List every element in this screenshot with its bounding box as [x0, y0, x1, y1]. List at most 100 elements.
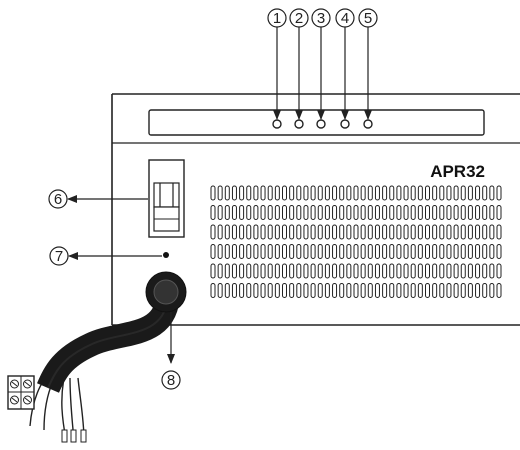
vent-slot: [246, 205, 252, 220]
vent-slot: [231, 244, 237, 259]
vent-slot: [210, 205, 216, 220]
vent-slot: [282, 244, 287, 259]
vent-slot: [496, 205, 502, 220]
vent-slot: [410, 244, 416, 259]
vent-slot: [310, 185, 316, 201]
vent-slot: [353, 263, 359, 279]
wire-ferrules: [61, 429, 87, 443]
vent-slot: [274, 283, 280, 298]
callout-7: 7: [49, 246, 69, 266]
vent-slot: [482, 263, 488, 279]
vent-slot: [417, 205, 423, 220]
vent-slot: [417, 185, 423, 201]
vent-slot: [346, 283, 352, 298]
vent-slot: [389, 263, 395, 279]
vent-slot: [324, 263, 330, 279]
vent-slot: [296, 224, 302, 240]
vent-slot: [239, 224, 245, 240]
vent-slot: [360, 224, 366, 240]
vent-slot: [446, 244, 452, 259]
vent-slot: [303, 244, 309, 259]
vent-slot: [403, 244, 409, 259]
vent-slot: [353, 283, 359, 298]
vent-slot: [346, 224, 352, 240]
vent-slot: [425, 283, 430, 298]
vent-slot: [332, 205, 338, 220]
vent-slot: [324, 283, 330, 298]
cable-gland: [145, 271, 187, 313]
led-panel: [148, 109, 485, 136]
vent-slot: [289, 244, 295, 259]
vent-slot: [446, 283, 452, 298]
callout-1: 1: [267, 8, 287, 28]
vent-slot: [389, 224, 395, 240]
vent-slot: [410, 283, 416, 298]
vent-slot: [224, 224, 230, 240]
vent-slot: [482, 283, 488, 298]
callout-3-label: 3: [317, 10, 325, 27]
vent-slot: [367, 263, 373, 279]
vent-slot: [289, 283, 295, 298]
vent-slot: [246, 263, 252, 279]
vent-slot: [267, 205, 273, 220]
vent-slot: [367, 244, 373, 259]
vent-slot: [496, 244, 502, 259]
vent-slot: [296, 283, 302, 298]
vent-slot: [310, 244, 316, 259]
vent-slot: [246, 244, 252, 259]
led-4: [340, 119, 350, 129]
callout-2: 2: [289, 8, 309, 28]
vent-slot: [210, 263, 216, 279]
vent-slot: [253, 205, 259, 220]
vent-slot: [339, 263, 345, 279]
vent-slot: [403, 283, 409, 298]
vent-slot: [382, 263, 388, 279]
vent-slot: [382, 224, 388, 240]
vent-slot: [303, 185, 309, 201]
vent-slot: [425, 263, 430, 279]
vent-slot: [317, 244, 323, 259]
vent-slot: [253, 263, 259, 279]
vent-slot: [382, 283, 388, 298]
vent-slot: [231, 263, 237, 279]
vent-slot: [289, 263, 295, 279]
vent-slot: [274, 224, 280, 240]
led-5: [363, 119, 373, 129]
vent-slot: [439, 224, 445, 240]
vent-slot: [332, 224, 338, 240]
vent-slot: [310, 224, 316, 240]
vent-slot: [346, 185, 352, 201]
vent-slot: [332, 244, 338, 259]
vent-slot: [496, 224, 502, 240]
vent-slot: [360, 263, 366, 279]
vent-slot: [260, 224, 266, 240]
vent-slot: [282, 283, 287, 298]
vent-slot: [210, 283, 216, 298]
vent-slot: [446, 224, 452, 240]
vent-slot: [260, 244, 266, 259]
vent-slot: [303, 283, 309, 298]
vent-slot: [253, 185, 259, 201]
vent-slot: [446, 185, 452, 201]
vent-slot: [374, 244, 380, 259]
vent-slot: [482, 224, 488, 240]
vent-slot: [432, 224, 438, 240]
vent-slot: [260, 205, 266, 220]
vent-slot: [425, 205, 430, 220]
vent-slot: [396, 244, 402, 259]
vent-slot: [425, 224, 430, 240]
vent-slot: [217, 205, 223, 220]
vent-slot: [425, 185, 430, 201]
vent-slot: [367, 283, 373, 298]
vent-slot: [353, 185, 359, 201]
vent-slot: [210, 224, 216, 240]
vent-slot: [410, 185, 416, 201]
vent-slot: [324, 205, 330, 220]
vent-slot: [282, 205, 287, 220]
vent-slot: [367, 224, 373, 240]
vent-slot: [374, 185, 380, 201]
vent-slot: [217, 224, 223, 240]
vent-slot: [360, 244, 366, 259]
vent-slot: [324, 244, 330, 259]
